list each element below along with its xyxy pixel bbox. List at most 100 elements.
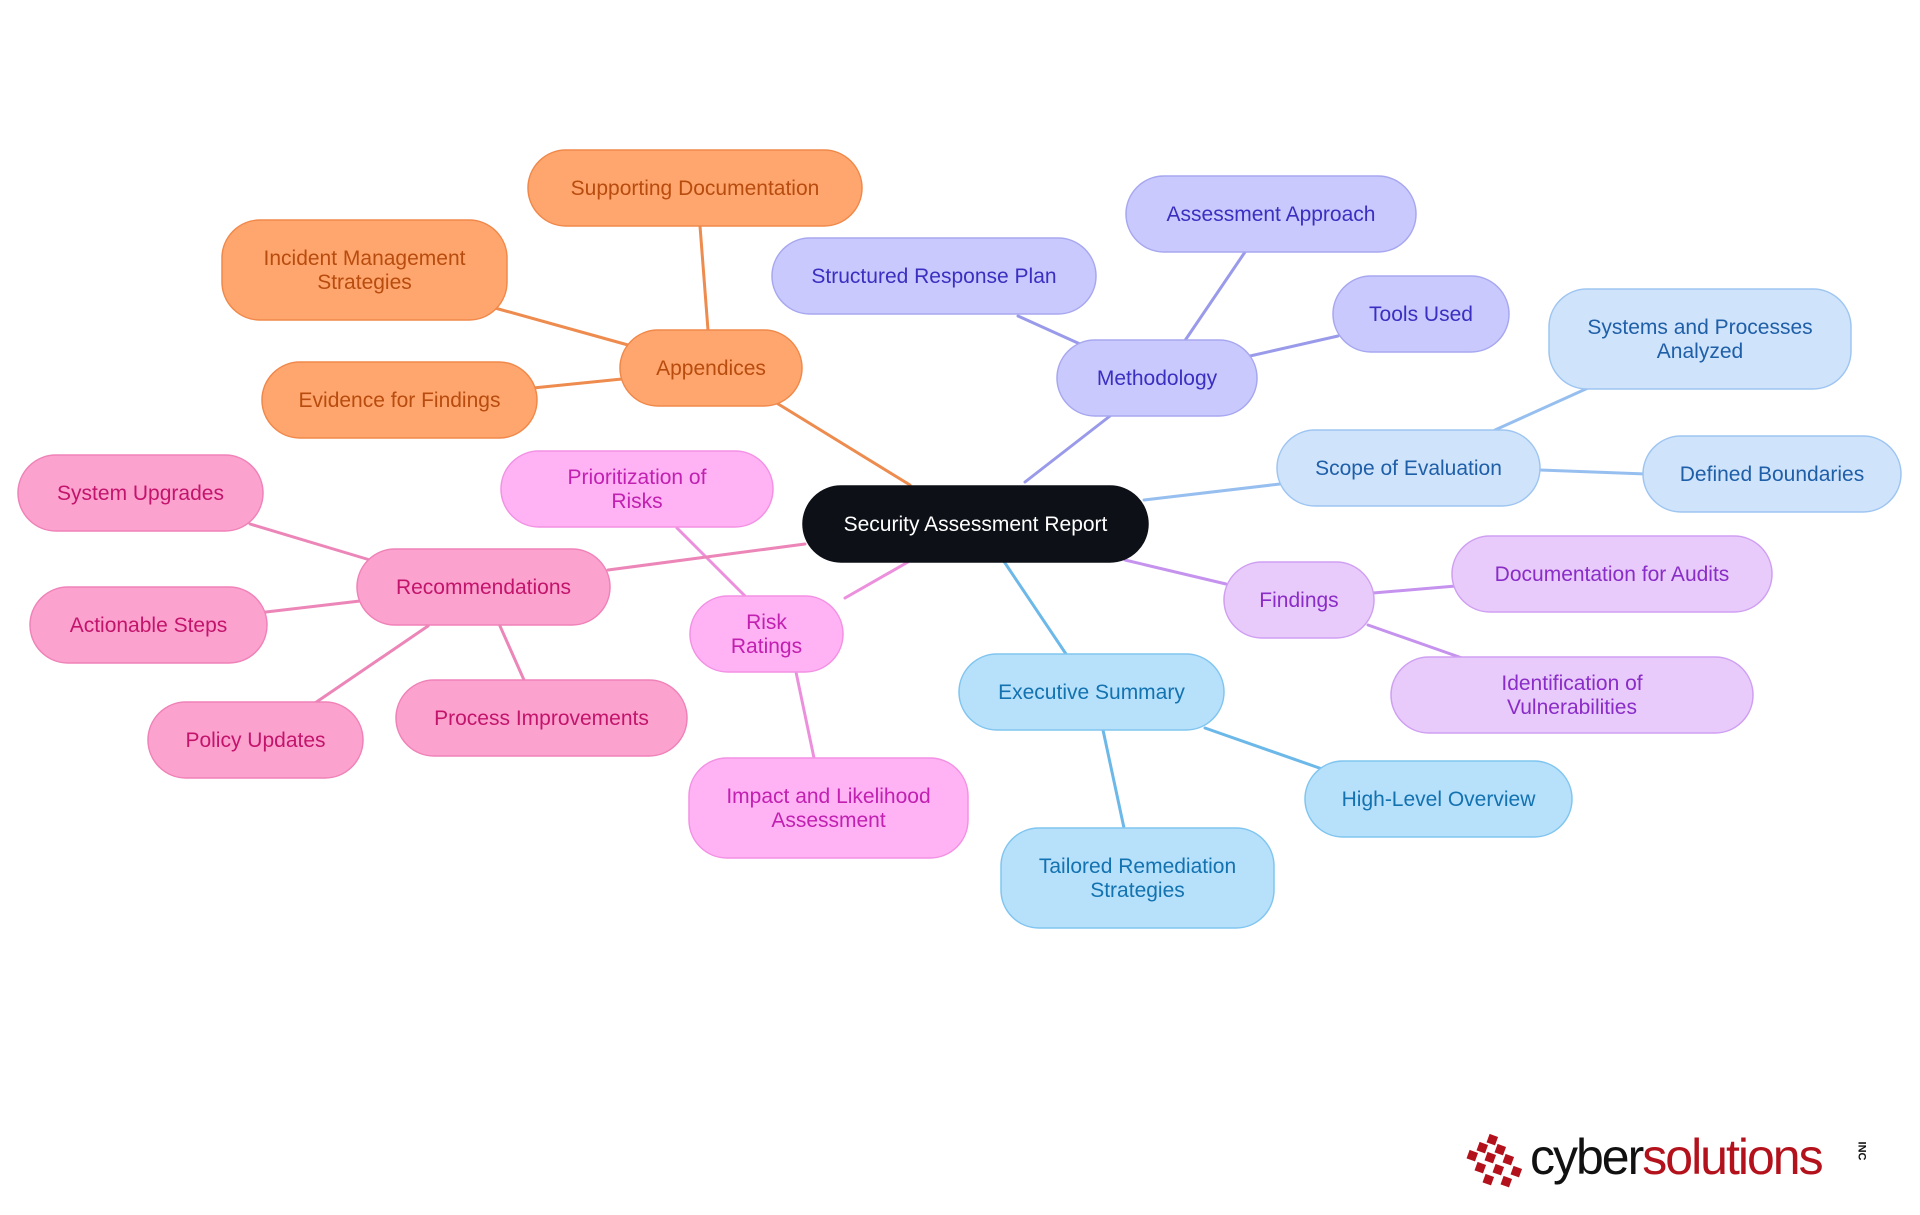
node-policy-updates-bubble — [147, 701, 364, 779]
node-documentation-for-audits-bubble — [1451, 535, 1773, 613]
node-appendices[interactable]: Appendices — [619, 329, 803, 407]
node-actionable-steps-label: Actionable Steps — [70, 614, 228, 637]
node-risk-ratings-bubble — [689, 595, 844, 673]
node-executive-summary-label: Executive Summary — [998, 681, 1185, 704]
node-appendices-label: Appendices — [656, 357, 766, 380]
edge-systems-and-processes-analyzed — [1493, 386, 1590, 432]
edge-defined-boundaries — [1538, 468, 1648, 476]
node-supporting-documentation-bubble — [527, 149, 863, 227]
node-system-upgrades[interactable]: System Upgrades — [17, 454, 264, 532]
edge-evidence-for-findings — [531, 377, 624, 390]
node-tools-used-bubble — [1332, 275, 1510, 353]
logo-inc: INC — [1855, 1141, 1868, 1161]
edge-methodology — [1023, 414, 1112, 484]
edge-high-level-overview — [1203, 726, 1327, 772]
edge-assessment-approach — [1182, 250, 1247, 344]
node-tools-used[interactable]: Tools Used — [1332, 275, 1510, 353]
node-findings[interactable]: Findings — [1223, 561, 1375, 639]
node-assessment-approach-bubble — [1125, 175, 1417, 253]
edge-executive-summary — [1001, 558, 1068, 656]
node-root-bubble — [802, 485, 1149, 563]
node-scope-of-evaluation[interactable]: Scope of Evaluation — [1276, 429, 1541, 507]
node-assessment-approach[interactable]: Assessment Approach — [1125, 175, 1417, 253]
node-defined-boundaries[interactable]: Defined Boundaries — [1642, 435, 1902, 513]
node-findings-bubble — [1223, 561, 1375, 639]
node-evidence-for-findings[interactable]: Evidence for Findings — [261, 361, 538, 439]
node-impact-and-likelihood-assessment-bubble — [688, 757, 969, 859]
node-process-improvements[interactable]: Process Improvements — [395, 679, 688, 757]
node-supporting-documentation[interactable]: Supporting Documentation — [527, 149, 863, 227]
edge-appendices — [773, 400, 912, 487]
node-documentation-for-audits-label: Documentation for Audits — [1495, 563, 1730, 586]
edge-tailored-remediation-strategies — [1101, 728, 1126, 830]
node-policy-updates[interactable]: Policy Updates — [147, 701, 364, 779]
edge-risk-ratings — [843, 560, 910, 600]
node-documentation-for-audits[interactable]: Documentation for Audits — [1451, 535, 1773, 613]
node-scope-of-evaluation-bubble — [1276, 429, 1541, 507]
node-system-upgrades-label: System Upgrades — [57, 482, 224, 505]
node-structured-response-plan[interactable]: Structured Response Plan — [771, 237, 1097, 315]
node-assessment-approach-label: Assessment Approach — [1167, 203, 1376, 226]
edge-prioritization-of-risks — [675, 526, 747, 598]
node-recommendations-label: Recommendations — [396, 576, 571, 599]
edge-supporting-documentation — [698, 224, 710, 332]
node-findings-label: Findings — [1259, 589, 1338, 612]
node-incident-management-strategies-bubble — [221, 219, 508, 321]
node-root[interactable]: Security Assessment Report — [802, 485, 1149, 563]
node-scope-of-evaluation-label: Scope of Evaluation — [1315, 457, 1502, 480]
edge-incident-management-strategies — [493, 306, 630, 347]
logo-word-cyber: cyber — [1530, 1129, 1644, 1185]
node-defined-boundaries-label: Defined Boundaries — [1680, 463, 1864, 486]
node-root-label: Security Assessment Report — [844, 513, 1108, 536]
node-actionable-steps-bubble — [29, 586, 268, 664]
node-systems-and-processes-analyzed-bubble — [1548, 288, 1852, 390]
node-process-improvements-bubble — [395, 679, 688, 757]
node-supporting-documentation-label: Supporting Documentation — [571, 177, 820, 200]
node-recommendations[interactable]: Recommendations — [356, 548, 611, 626]
connector-lines — [248, 224, 1648, 830]
edge-policy-updates — [313, 624, 430, 705]
node-high-level-overview-bubble — [1304, 760, 1573, 838]
node-executive-summary[interactable]: Executive Summary — [958, 653, 1225, 731]
node-high-level-overview[interactable]: High-Level Overview — [1304, 760, 1573, 838]
node-evidence-for-findings-bubble — [261, 361, 538, 439]
node-process-improvements-label: Process Improvements — [434, 707, 649, 730]
edge-documentation-for-audits — [1371, 584, 1458, 595]
node-policy-updates-label: Policy Updates — [185, 729, 325, 752]
node-tools-used-label: Tools Used — [1369, 303, 1473, 326]
node-defined-boundaries-bubble — [1642, 435, 1902, 513]
edge-process-improvements — [498, 624, 526, 682]
node-actionable-steps[interactable]: Actionable Steps — [29, 586, 268, 664]
node-appendices-bubble — [619, 329, 803, 407]
edge-scope-of-evaluation — [1142, 482, 1282, 502]
logo-word-solutions: solutions — [1642, 1129, 1823, 1185]
edge-recommendations — [606, 542, 807, 572]
cybersolutions-logo: cybersolutions INC — [1460, 1125, 1880, 1195]
node-structured-response-plan-bubble — [771, 237, 1097, 315]
node-structured-response-plan-label: Structured Response Plan — [811, 265, 1056, 288]
node-tailored-remediation-strategies-bubble — [1000, 827, 1275, 929]
node-methodology-bubble — [1056, 339, 1258, 417]
edge-tools-used — [1248, 334, 1340, 358]
node-methodology[interactable]: Methodology — [1056, 339, 1258, 417]
node-high-level-overview-label: High-Level Overview — [1342, 788, 1537, 811]
node-system-upgrades-bubble — [17, 454, 264, 532]
edge-impact-and-likelihood-assessment — [794, 670, 816, 760]
node-prioritization-of-risks-bubble — [500, 450, 774, 528]
node-executive-summary-bubble — [958, 653, 1225, 731]
